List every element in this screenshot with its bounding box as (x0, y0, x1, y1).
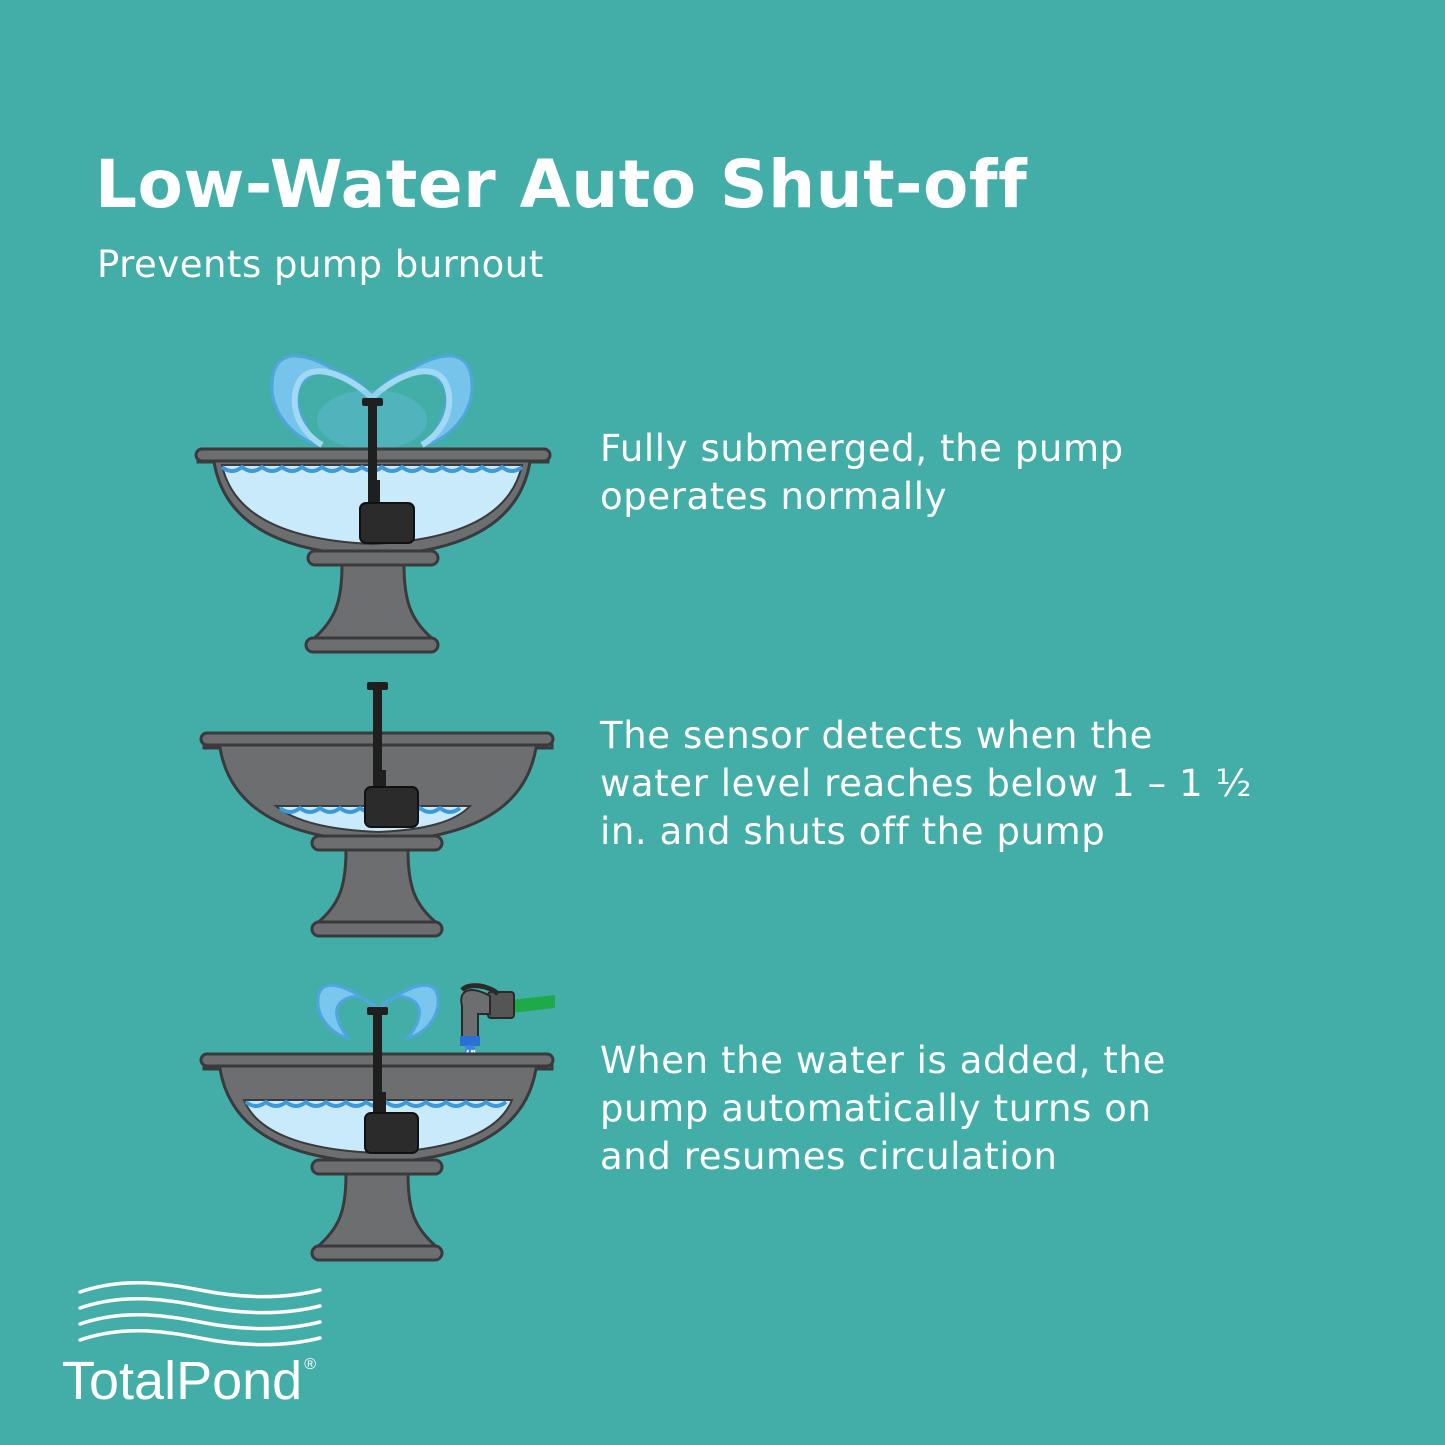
water-spray-icon (270, 354, 474, 450)
step-3-description: When the water is added, the pump automa… (600, 1037, 1300, 1181)
page-subtitle: Prevents pump burnout (97, 243, 544, 286)
step-2-line: in. and shuts off the pump (600, 810, 1106, 853)
brand-name: TotalPond (62, 1351, 303, 1411)
brand-logo: TotalPond® (62, 1350, 316, 1412)
step-2-description: The sensor detects when the water level … (600, 712, 1300, 856)
step-1-description: Fully submerged, the pump operates norma… (600, 425, 1300, 521)
garden-hose-icon (460, 983, 555, 1046)
totalpond-wave-logo-icon (78, 1281, 322, 1347)
step-3-line: pump automatically turns on (600, 1087, 1152, 1130)
step-1-line: Fully submerged, the pump (600, 427, 1124, 470)
step-2-line: The sensor detects when the (600, 714, 1153, 757)
water-spray-icon (316, 983, 440, 1041)
step-1-line: operates normally (600, 475, 948, 518)
page-title: Low-Water Auto Shut-off (95, 146, 1028, 223)
fountain-refill-hose-pump-on-icon (199, 983, 555, 1262)
step-2-line: water level reaches below 1 – 1 ½ (600, 762, 1253, 805)
step-3-line: and resumes circulation (600, 1135, 1058, 1178)
registered-mark: ® (304, 1356, 316, 1373)
step-3-line: When the water is added, the (600, 1039, 1166, 1082)
fountain-low-water-pump-off-icon (199, 682, 555, 938)
fountain-full-water-pump-spraying-icon (194, 354, 552, 654)
